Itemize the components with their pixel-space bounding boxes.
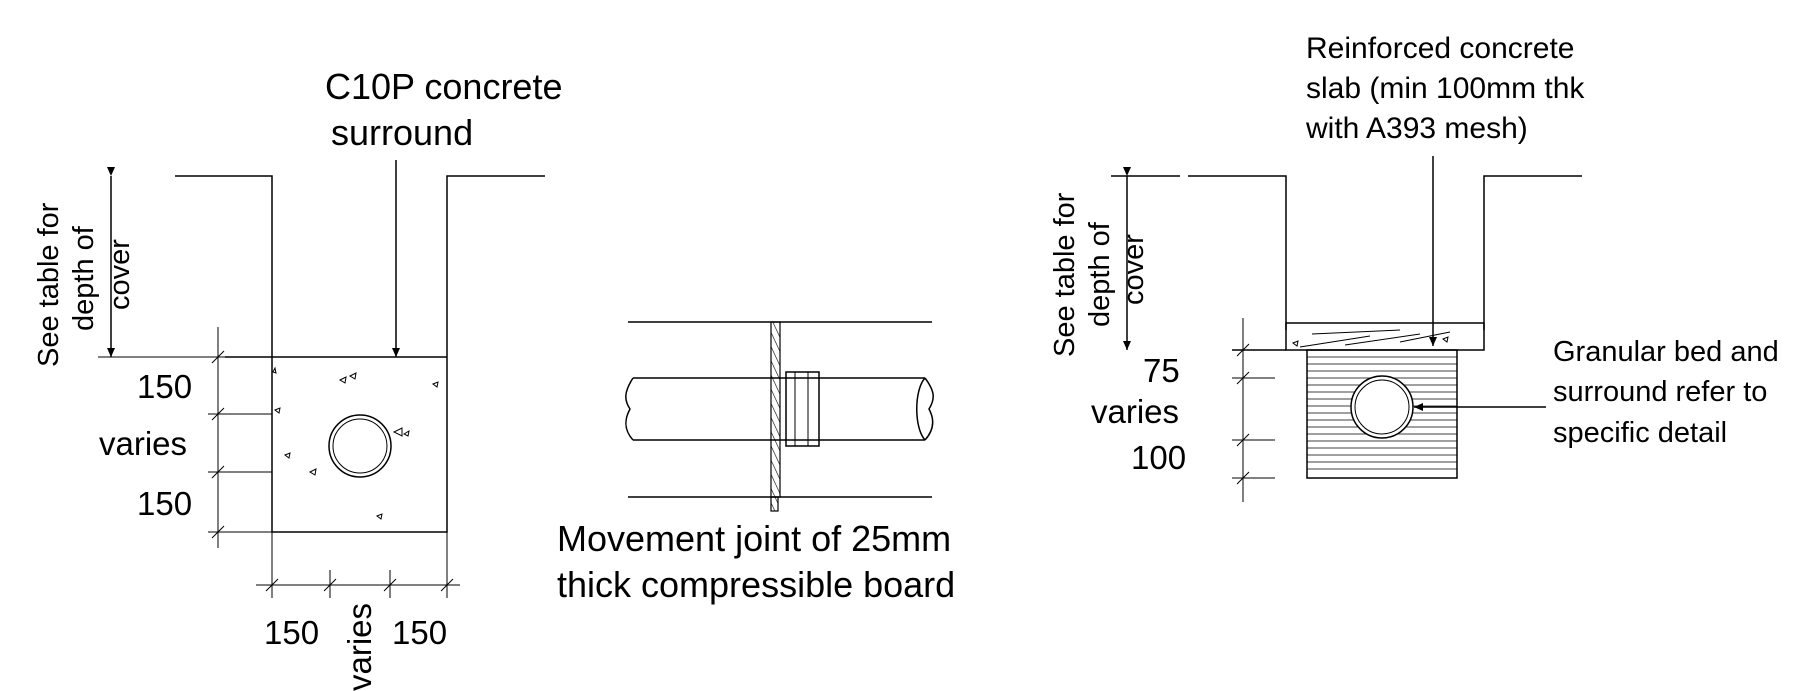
surround-callout-text-1: C10P concrete bbox=[325, 66, 562, 107]
compressible-board bbox=[770, 321, 781, 498]
movement-joint-text-2: thick compressible board bbox=[557, 564, 955, 605]
pipe-circle-outer bbox=[328, 414, 392, 478]
trench-outline-left bbox=[175, 175, 545, 533]
dim-middle-label: varies bbox=[99, 425, 187, 462]
depth-cover-label: See table for depth of cover bbox=[33, 202, 136, 367]
slab-pipe-inner bbox=[1354, 379, 1410, 435]
dim-bottom-label: 150 bbox=[137, 485, 192, 522]
concrete-surround-detail: C10P concrete surround See table for dep… bbox=[33, 66, 562, 691]
slab-vertical-dim-ticks bbox=[1232, 343, 1275, 485]
movement-joint-detail: Movement joint of 25mm thick compressibl… bbox=[557, 321, 955, 605]
slab-callout-text-2: slab (min 100mm thk bbox=[1306, 72, 1585, 105]
granular-bed bbox=[1306, 349, 1458, 479]
depth-label-line-2: depth of bbox=[68, 225, 100, 331]
depth-label-line-1: See table for bbox=[33, 202, 65, 367]
aggregate-marks bbox=[272, 366, 439, 520]
slab-detail: Reinforced concrete slab (min 100mm thk … bbox=[1049, 32, 1779, 502]
vertical-dim-ticks bbox=[208, 350, 272, 539]
slab-dim-middle-label: varies bbox=[1091, 393, 1179, 430]
pipe-circle-inner bbox=[332, 418, 388, 474]
bed-callout-text-2: surround refer to bbox=[1553, 376, 1767, 408]
bed-callout-text-1: Granular bed and bbox=[1553, 336, 1779, 368]
slab-dim-top-label: 75 bbox=[1143, 352, 1180, 389]
movement-joint-text-1: Movement joint of 25mm bbox=[557, 518, 951, 559]
slab-depth-cover-label: See table for depth of cover bbox=[1049, 192, 1150, 357]
dim-top-label: 150 bbox=[137, 368, 192, 405]
slab-callout-text-1: Reinforced concrete bbox=[1306, 32, 1574, 65]
pipe-socket bbox=[785, 371, 820, 447]
bed-callout-text-3: specific detail bbox=[1553, 417, 1727, 449]
horizontal-dim-ticks bbox=[265, 532, 454, 598]
dim-width-right-label: 150 bbox=[392, 614, 447, 651]
trench-outline-right bbox=[1111, 175, 1582, 330]
slab-marks bbox=[1291, 329, 1451, 348]
concrete-slab bbox=[1285, 322, 1485, 351]
dim-width-middle-label: varies bbox=[341, 603, 378, 691]
slab-callout-text-3: with A393 mesh) bbox=[1305, 112, 1528, 145]
slab-depth-label-line-1: See table for bbox=[1049, 192, 1081, 357]
surround-callout-text-2: surround bbox=[331, 112, 473, 153]
slab-dim-bottom-label: 100 bbox=[1131, 439, 1186, 476]
slab-depth-label-line-2: depth of bbox=[1084, 221, 1116, 327]
depth-label-line-3: cover bbox=[104, 239, 136, 310]
dim-width-left-label: 150 bbox=[264, 614, 319, 651]
slab-pipe-outer bbox=[1350, 375, 1414, 439]
slab-depth-label-line-3: cover bbox=[1118, 234, 1150, 305]
